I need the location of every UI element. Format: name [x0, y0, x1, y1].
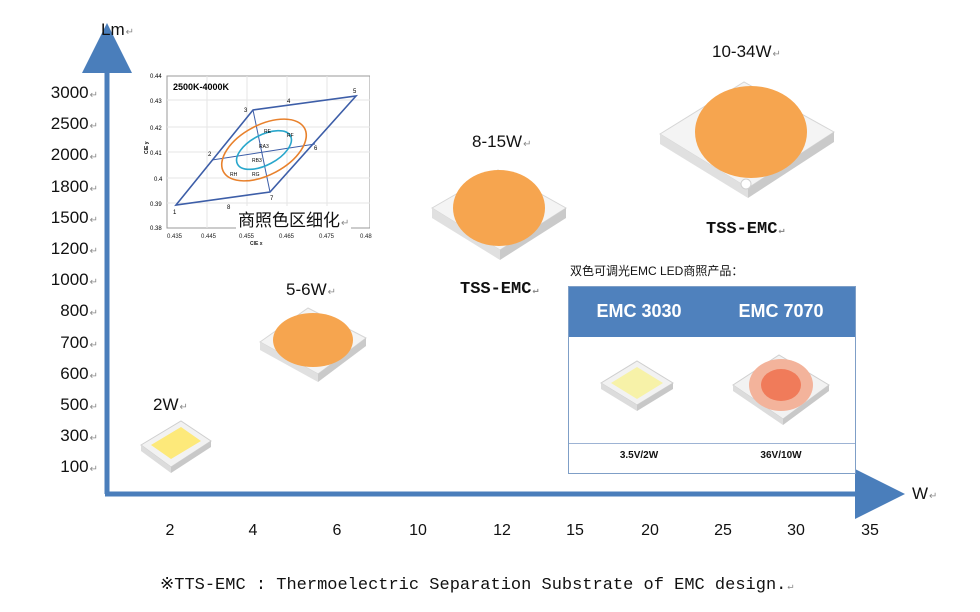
y-tick-label: 2500↵: [50, 114, 98, 133]
table-spec-cell: 3.5V/2W: [619, 450, 659, 461]
y-tick-label: 800↵: [60, 301, 98, 320]
emc3030-image: [600, 360, 674, 411]
inset-x-axis: 0.435 0.445 0.455 0.465 0.475 0.48 CIE x: [167, 234, 382, 252]
cie-bin-chart: 2500K-4000K 0.44 0.43 0.42 0.41 0.4 0.39…: [144, 74, 371, 232]
inset-x-tick: 0.455: [239, 234, 255, 240]
cie-corner-label: 4: [287, 99, 291, 105]
y-tick-label: 1800↵: [50, 177, 98, 196]
inset-y-tick: 0.42: [150, 126, 162, 132]
led-2w-image: [140, 420, 212, 473]
x-tick-label: 20: [641, 522, 659, 539]
inset-x-tick: 0.475: [319, 234, 335, 240]
emc7070-image: [732, 354, 830, 425]
cie-corner-label: 6: [314, 146, 318, 152]
inset-caption: 商照色区细化↵: [236, 206, 352, 231]
product-power-label: 10-34W↵: [712, 42, 781, 61]
inset-x-tick: 0.465: [279, 234, 295, 240]
y-tick-label: 500↵: [60, 395, 98, 414]
x-axis-title: W↵: [912, 484, 938, 503]
y-tick-label: 600↵: [60, 364, 98, 383]
x-tick-label: 4: [248, 522, 258, 539]
inset-y-tick: 0.39: [150, 202, 162, 208]
y-tick-label: 700↵: [60, 333, 98, 352]
table-divider: [569, 443, 855, 444]
table-header-cell: EMC 7070: [738, 301, 824, 321]
table-spec-cell: 36V/10W: [760, 450, 802, 461]
cie-bin-label: RA3: [259, 144, 269, 150]
inset-x-tick: 0.48: [360, 234, 372, 240]
x-tick-label: 6: [332, 522, 342, 539]
cie-bin-label: RE: [264, 129, 272, 135]
cie-corner-label: 5: [353, 89, 357, 95]
cie-corner-label: 1: [173, 210, 177, 216]
led-10-34w-image: [659, 81, 835, 198]
cie-ellipse-inner: [235, 129, 293, 171]
cie-corner-label: 3: [244, 108, 248, 114]
inset-y-tick: 0.44: [150, 74, 162, 80]
x-tick-label: 12: [493, 522, 511, 539]
led-8-15w-image: [431, 169, 567, 260]
product-power-label: 8-15W↵: [472, 132, 532, 151]
x-tick-label: 2: [165, 522, 175, 539]
cie-outer-bin: [174, 94, 359, 207]
inset-y-axis-label: CIE y: [144, 141, 150, 154]
inset-y-tick: 0.4: [154, 177, 163, 183]
footnote: ※TTS-EMC : Thermoelectric Separation Sub…: [160, 576, 794, 595]
inset-y-tick: 0.43: [150, 99, 162, 105]
x-tick-label: 25: [714, 522, 732, 539]
cie-bin-label: RF: [287, 133, 294, 139]
inset-title: 2500K-4000K: [173, 82, 230, 92]
bicolor-product-table: EMC 3030 EMC 7070 3.5V/2W 36V/10W: [568, 286, 856, 474]
y-tick-label: 1200↵: [50, 239, 98, 258]
product-name-label: TSS-EMC↵: [706, 220, 785, 239]
inset-y-tick: 0.38: [150, 226, 162, 232]
cie-ellipse-outer: [220, 118, 308, 182]
table-header: EMC 3030 EMC 7070: [569, 287, 855, 337]
led-5-6w-image: [259, 307, 367, 382]
inset-y-tick: 0.41: [150, 151, 162, 157]
inset-x-tick: 0.435: [167, 234, 183, 240]
cie-corner-label: 2: [208, 152, 212, 158]
cie-bin-label: RH: [230, 172, 238, 178]
product-power-label: 5-6W↵: [286, 280, 337, 299]
table-header-cell: EMC 3030: [596, 301, 682, 321]
y-tick-label: 3000↵: [50, 83, 98, 102]
x-tick-label: 30: [787, 522, 805, 539]
cie-bin-label: RG: [252, 172, 260, 178]
y-tick-label: 1000↵: [50, 270, 98, 289]
y-axis-title: Lm↵: [101, 20, 135, 39]
bicolor-table-title: 双色可调光EMC LED商照产品：: [570, 264, 744, 278]
x-tick-label: 35: [861, 522, 879, 539]
product-power-label: 2W↵: [153, 395, 188, 414]
y-tick-label: 300↵: [60, 426, 98, 445]
product-name-label: TSS-EMC↵: [460, 280, 539, 299]
y-tick-label: 100↵: [60, 457, 98, 476]
x-tick-label: 10: [409, 522, 427, 539]
inset-x-tick: 0.445: [201, 234, 217, 240]
y-tick-label: 2000↵: [50, 145, 98, 164]
cie-corner-label: 7: [270, 196, 274, 202]
inset-x-axis-label: CIE x: [250, 241, 263, 247]
cie-color-bin-inset: 2500K-4000K 0.44 0.43 0.42 0.41 0.4 0.39…: [140, 72, 371, 232]
x-tick-label: 15: [566, 522, 584, 539]
cie-corner-label: 8: [227, 205, 231, 211]
y-tick-label: 1500↵: [50, 208, 98, 227]
cie-bin-label: RB3: [252, 158, 262, 164]
